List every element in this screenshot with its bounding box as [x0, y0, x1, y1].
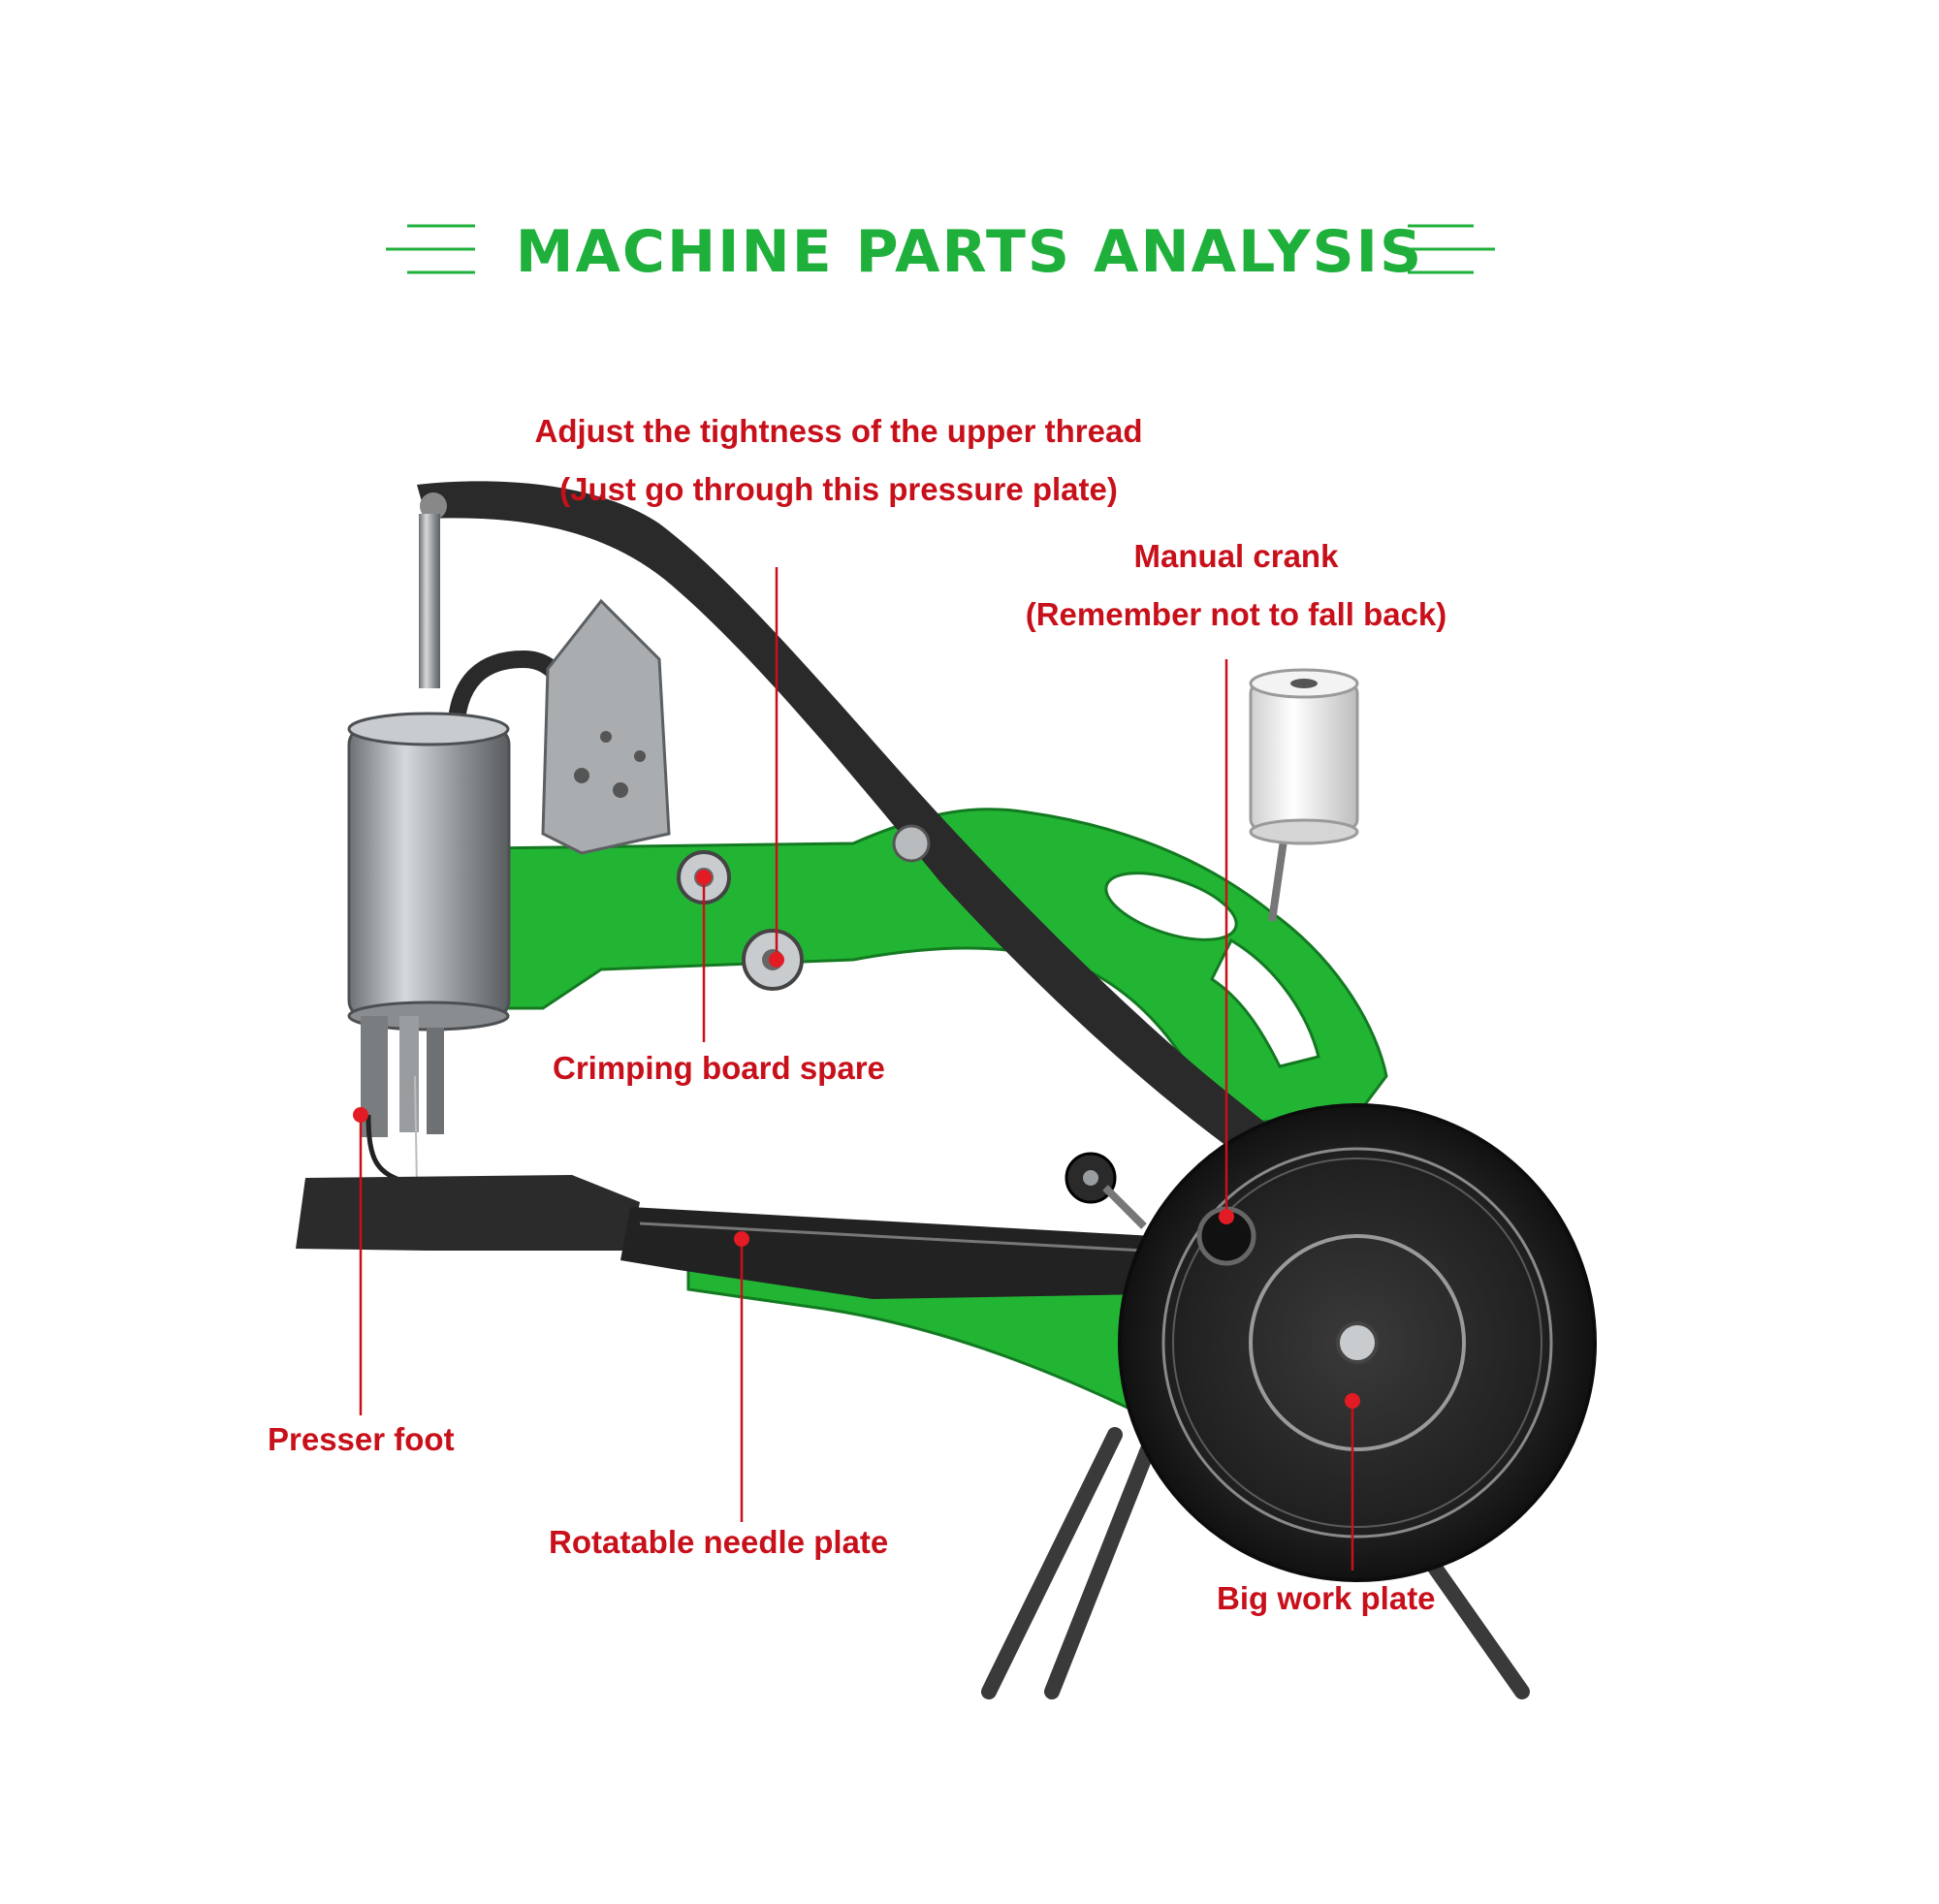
upper-lever-arm [417, 481, 1280, 1163]
title-right-lines [1408, 224, 1495, 274]
presser-foot-assembly [361, 1016, 444, 1189]
callout-lines [359, 567, 1354, 1571]
thread-spool [1249, 668, 1359, 922]
steel-bracket-plate [541, 598, 671, 855]
label-manual-crank-line1: Manual crank [1133, 538, 1339, 574]
label-presser-foot: Presser foot [268, 1421, 455, 1457]
title-left-lines [386, 224, 475, 274]
label-upper-thread-line2: (Just go through this pressure plate) [559, 471, 1118, 507]
label-upper-thread-line1: Adjust the tightness of the upper thread [534, 413, 1143, 449]
steel-head-cylinder [347, 725, 511, 1020]
page-title: MACHINE PARTS ANALYSIS [515, 218, 1424, 286]
callout-dots [353, 870, 1360, 1409]
roller-wheel [1065, 1152, 1147, 1229]
needle-bar-link [419, 514, 440, 688]
label-manual-crank-line2: (Remember not to fall back) [1025, 596, 1447, 632]
label-crimping-board: Crimping board spare [553, 1050, 885, 1086]
label-big-work-plate: Big work plate [1217, 1580, 1436, 1616]
label-rotatable-needle-plate: Rotatable needle plate [549, 1524, 889, 1560]
flywheel [1118, 1103, 1597, 1582]
work-piece [296, 1175, 640, 1251]
